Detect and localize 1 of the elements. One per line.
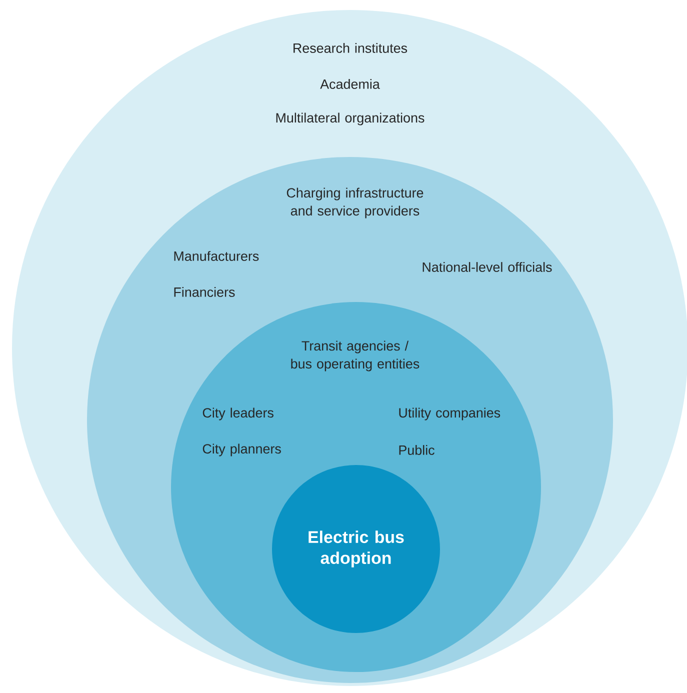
circle-layer: Electric bus adoption <box>272 465 440 633</box>
